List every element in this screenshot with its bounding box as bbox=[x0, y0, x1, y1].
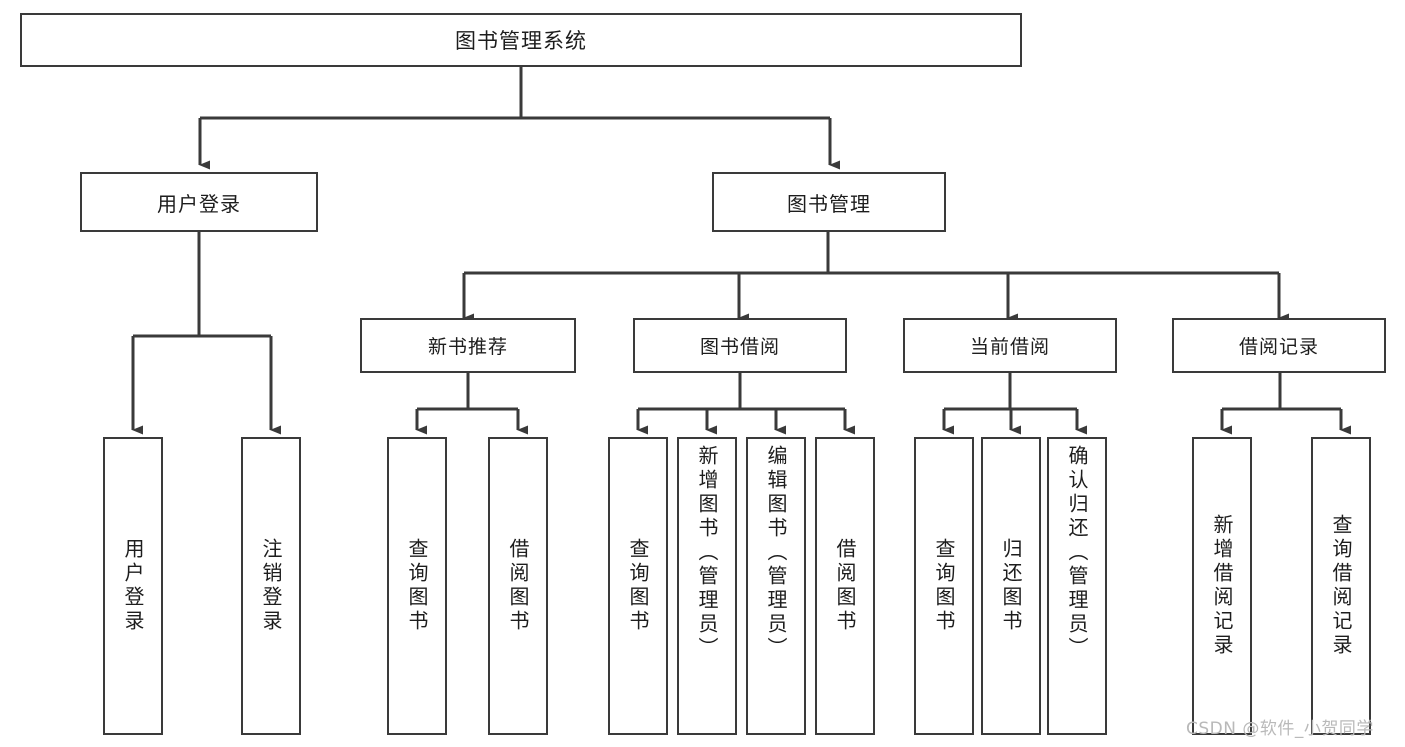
node-leaf-add-record[interactable]: 新增借阅记录 bbox=[1192, 437, 1252, 735]
node-leaf-return-book[interactable]: 归还图书 bbox=[981, 437, 1041, 735]
node-leaf-confirm-return[interactable]: 确认归还（管理员） bbox=[1047, 437, 1107, 735]
node-leaf-query-record[interactable]: 查询借阅记录 bbox=[1311, 437, 1371, 735]
node-book-manage-label: 图书管理 bbox=[787, 191, 871, 216]
node-root[interactable]: 图书管理系统 bbox=[20, 13, 1022, 67]
node-leaf-add-book-label: 新增图书（管理员） bbox=[695, 445, 719, 661]
node-book-manage[interactable]: 图书管理 bbox=[712, 172, 946, 232]
node-root-label: 图书管理系统 bbox=[455, 29, 587, 53]
node-leaf-borrow-book-2-label: 借阅图书 bbox=[833, 538, 857, 634]
node-leaf-query-book-1-label: 查询图书 bbox=[405, 538, 429, 634]
node-book-borrow[interactable]: 图书借阅 bbox=[633, 318, 847, 373]
node-leaf-query-book-2[interactable]: 查询图书 bbox=[608, 437, 668, 735]
node-leaf-add-book[interactable]: 新增图书（管理员） bbox=[677, 437, 737, 735]
node-leaf-edit-book-label: 编辑图书（管理员） bbox=[764, 445, 788, 661]
node-leaf-user-login[interactable]: 用户登录 bbox=[103, 437, 163, 735]
node-leaf-query-book-2-label: 查询图书 bbox=[626, 538, 650, 634]
node-leaf-logout[interactable]: 注销登录 bbox=[241, 437, 301, 735]
node-leaf-query-book-1[interactable]: 查询图书 bbox=[387, 437, 447, 735]
node-leaf-borrow-book-1[interactable]: 借阅图书 bbox=[488, 437, 548, 735]
node-new-book-recommend[interactable]: 新书推荐 bbox=[360, 318, 576, 373]
node-leaf-logout-label: 注销登录 bbox=[259, 538, 283, 634]
node-leaf-user-login-label: 用户登录 bbox=[121, 538, 145, 634]
node-user-login[interactable]: 用户登录 bbox=[80, 172, 318, 232]
node-new-book-recommend-label: 新书推荐 bbox=[427, 336, 508, 358]
node-leaf-borrow-book-2[interactable]: 借阅图书 bbox=[815, 437, 875, 735]
node-current-borrow-label: 当前借阅 bbox=[969, 336, 1050, 358]
node-leaf-borrow-book-1-label: 借阅图书 bbox=[506, 538, 530, 634]
csdn-watermark: CSDN @软件_小贺同学 bbox=[1186, 719, 1374, 739]
node-leaf-query-book-3-label: 查询图书 bbox=[932, 538, 956, 634]
node-current-borrow[interactable]: 当前借阅 bbox=[903, 318, 1117, 373]
node-user-login-label: 用户登录 bbox=[157, 191, 241, 216]
node-leaf-return-book-label: 归还图书 bbox=[999, 538, 1023, 634]
node-leaf-confirm-return-label: 确认归还（管理员） bbox=[1065, 445, 1089, 661]
node-leaf-edit-book[interactable]: 编辑图书（管理员） bbox=[746, 437, 806, 735]
node-borrow-record[interactable]: 借阅记录 bbox=[1172, 318, 1386, 373]
node-borrow-record-label: 借阅记录 bbox=[1238, 336, 1319, 358]
node-leaf-query-book-3[interactable]: 查询图书 bbox=[914, 437, 974, 735]
node-book-borrow-label: 图书借阅 bbox=[699, 336, 780, 358]
node-leaf-query-record-label: 查询借阅记录 bbox=[1329, 514, 1353, 658]
node-leaf-add-record-label: 新增借阅记录 bbox=[1210, 514, 1234, 658]
